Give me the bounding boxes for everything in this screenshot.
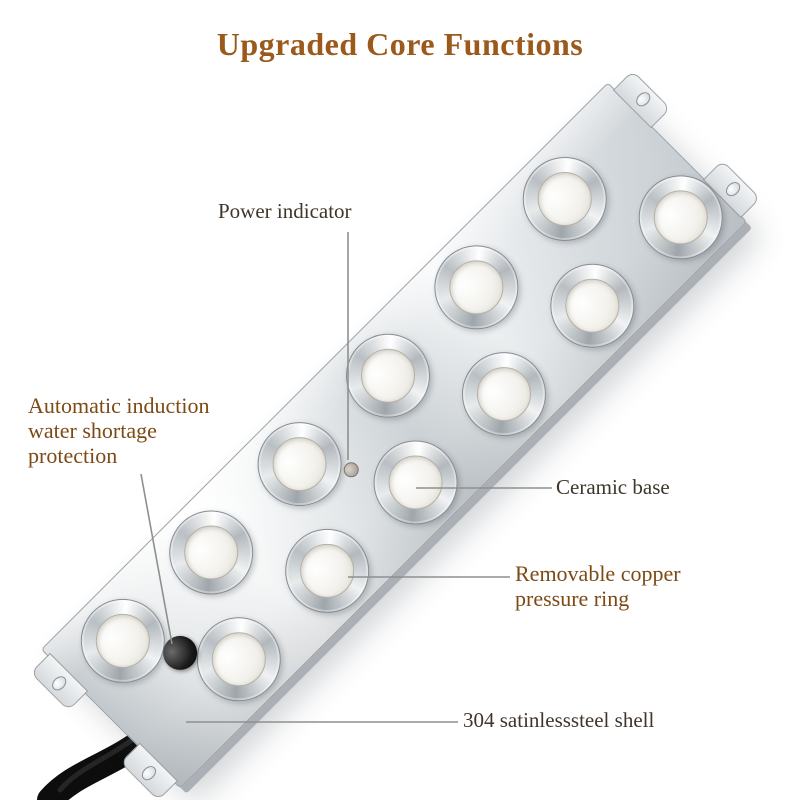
- label-copper-pressure-ring: Removable copper pressure ring: [515, 561, 681, 611]
- label-power-indicator: Power indicator: [218, 199, 352, 223]
- callout-line-water-protection: [140, 473, 173, 645]
- label-line: water shortage: [28, 418, 157, 444]
- label-line: protection: [28, 443, 118, 469]
- label-line: Automatic induction: [28, 393, 210, 418]
- label-steel-shell: 304 satinlesssteel shell: [463, 708, 655, 732]
- label-line: pressure ring: [515, 586, 630, 612]
- page-title: Upgraded Core Functions: [216, 26, 584, 62]
- label-ceramic-base: Ceramic base: [556, 475, 670, 499]
- label-water-shortage-protection: Automatic induction water shortage prote…: [28, 393, 209, 468]
- label-line: Removable copper: [515, 561, 681, 586]
